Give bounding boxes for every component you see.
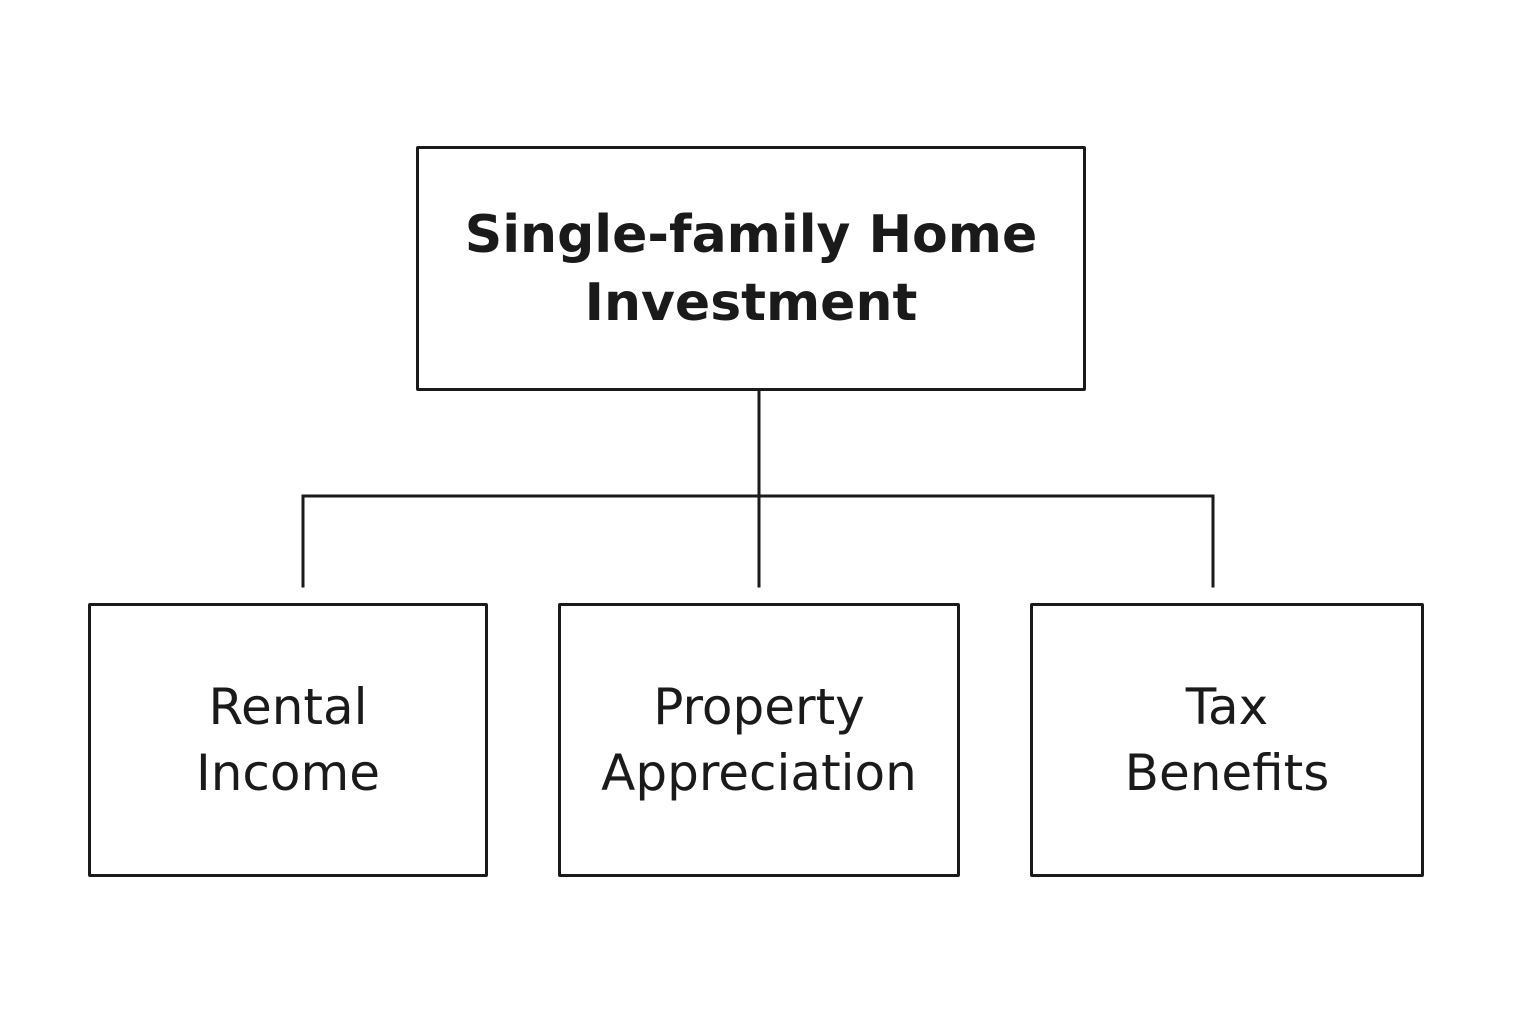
root-node-label-line1: Single-family Home bbox=[464, 204, 1038, 265]
root-node-single-family-home-investment: Single-family Home Investment bbox=[416, 146, 1086, 391]
root-node-label-line2: Investment bbox=[584, 272, 918, 333]
child-node-label-line2: Benefits bbox=[1124, 744, 1330, 802]
child-node-label-line2: Appreciation bbox=[601, 744, 917, 802]
child-node-label-line1: Property bbox=[653, 678, 865, 736]
child-node-rental-income: Rental Income bbox=[88, 603, 488, 877]
child-node-label-line1: Rental bbox=[208, 678, 368, 736]
child-node-property-appreciation: Property Appreciation bbox=[558, 603, 960, 877]
child-node-tax-benefits: Tax Benefits bbox=[1030, 603, 1424, 877]
child-node-label-line1: Tax bbox=[1185, 678, 1269, 736]
child-node-label-line2: Income bbox=[196, 744, 380, 802]
